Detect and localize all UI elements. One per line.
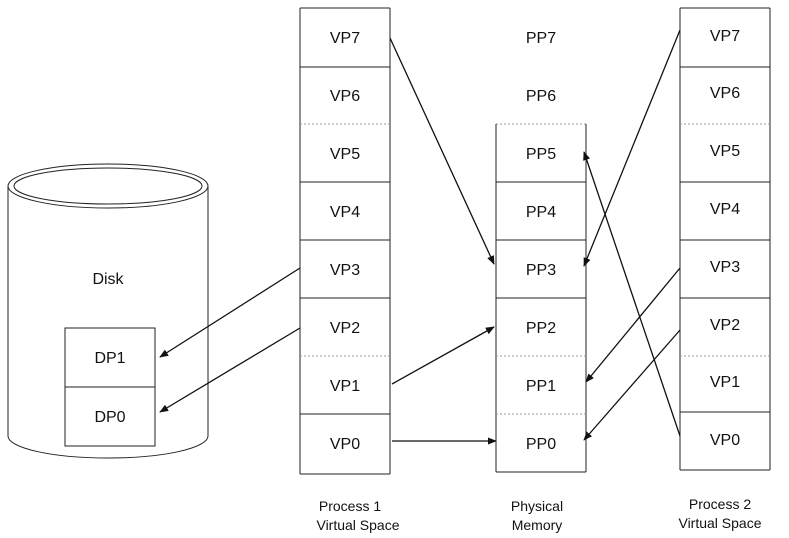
p1-caption-line1: Process 1	[319, 498, 381, 514]
p2-page-vp0: VP0	[710, 432, 740, 449]
arrow-p2-vp3-to-pp1	[585, 267, 681, 383]
pm-page-pp1: PP1	[526, 378, 556, 395]
p2-caption-line1: Process 2	[689, 496, 751, 512]
p2-page-vp2: VP2	[710, 317, 740, 334]
arrow-p1-vp7-to-pp3	[389, 37, 495, 265]
p1-page-vp7: VP7	[330, 30, 360, 47]
arrow-p2-vp0-to-pp5	[583, 151, 681, 437]
p1-page-vp2: VP2	[330, 320, 360, 337]
pm-page-pp3: PP3	[526, 262, 556, 279]
p1-page-vp3: VP3	[330, 262, 360, 279]
p2-page-vp4: VP4	[710, 201, 740, 218]
p2-page-vp3: VP3	[710, 259, 740, 276]
pm-caption-line2: Memory	[512, 517, 563, 533]
p1-page-vp6: VP6	[330, 88, 360, 105]
arrow-p2-vp7-to-pp3	[583, 29, 681, 267]
disk: Disk DP1 DP0	[7, 163, 209, 459]
p1-page-vp1: VP1	[330, 378, 360, 395]
pm-page-pp4: PP4	[526, 204, 556, 221]
pm-page-pp6: PP6	[526, 88, 556, 105]
physical-memory: PP7 PP6 PP5 PP4 PP3 PP2 PP1 PP0 Physical…	[495, 30, 587, 533]
disk-page-box-dp0	[64, 386, 156, 447]
disk-label: Disk	[92, 271, 124, 288]
p1-page-vp5: VP5	[330, 146, 360, 163]
pm-page-pp5: PP5	[526, 146, 556, 163]
disk-body	[7, 186, 209, 459]
arrow-p2-vp2-to-pp0	[583, 329, 681, 441]
p2-caption-line2: Virtual Space	[678, 515, 761, 531]
process2-virtual-space: VP7 VP6 VP5 VP4 VP3 VP2 VP1 VP0 Process …	[678, 7, 771, 531]
arrow-p1-vp1-to-pp2	[391, 326, 495, 385]
process1-virtual-space: VP7 VP6 VP5 VP4 VP3 VP2 VP1 VP0 Process …	[299, 7, 400, 533]
disk-top-inner	[13, 167, 203, 205]
pm-page-pp0: PP0	[526, 436, 556, 453]
pm-page-pp7: PP7	[526, 30, 556, 47]
p2-page-vp1: VP1	[710, 374, 740, 391]
mapping-arrows	[159, 29, 681, 445]
p2-page-vp5: VP5	[710, 143, 740, 160]
p1-page-vp0: VP0	[330, 436, 360, 453]
p2-page-vp6: VP6	[710, 85, 740, 102]
p2-page-vp7: VP7	[710, 28, 740, 45]
pm-page-pp2: PP2	[526, 320, 556, 337]
disk-top-outer	[7, 163, 209, 209]
pm-caption-line1: Physical	[511, 498, 563, 514]
arrow-p1-vp3-to-dp1	[159, 267, 301, 358]
p1-page-vp4: VP4	[330, 204, 360, 221]
disk-page-dp1: DP1	[94, 350, 125, 367]
p1-caption-line2: Virtual Space	[316, 517, 399, 533]
arrow-p1-vp2-to-dp0	[159, 327, 301, 413]
disk-page-dp0: DP0	[94, 409, 125, 426]
